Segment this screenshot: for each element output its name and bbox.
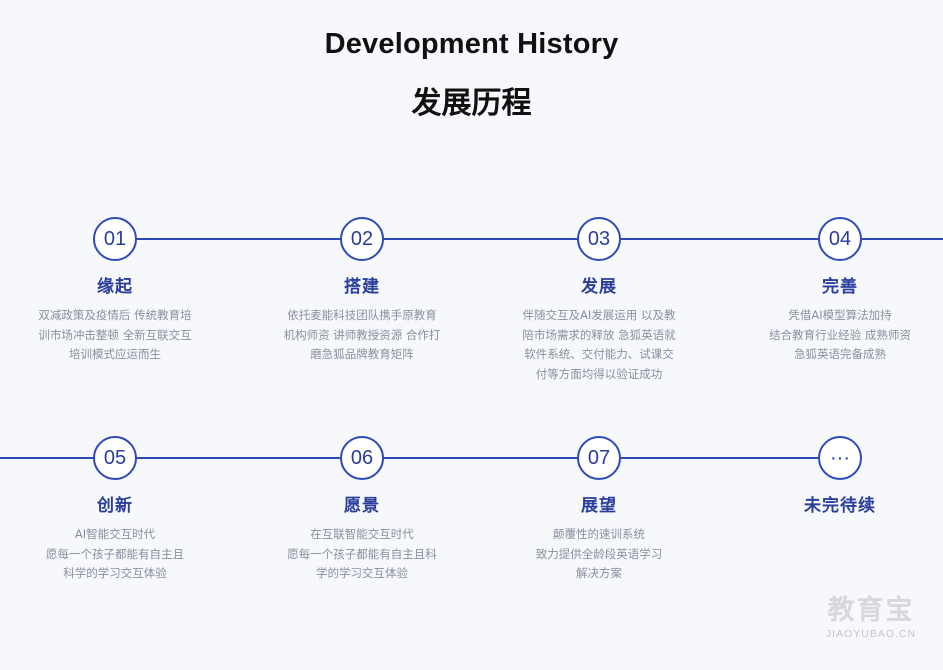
- page-title-en: Development History: [324, 28, 619, 60]
- timeline-step-07: 07 展望 颠覆性的速训系统 致力提供全龄段英语学习 解决方案: [499, 436, 699, 584]
- timeline-step-02: 02 搭建 依托麦能科技团队携手原教育 机构师资 讲师教授资源 合作打 磨急狐品…: [262, 217, 462, 365]
- step-title: 发展: [581, 277, 617, 297]
- timeline-step-continued: ··· 未完待续: [740, 436, 940, 525]
- step-number-badge: 05: [93, 436, 137, 480]
- watermark-name: 教育宝: [827, 595, 915, 626]
- step-title: 展望: [581, 496, 617, 516]
- step-description: 颠覆性的速训系统 致力提供全龄段英语学习 解决方案: [535, 527, 663, 580]
- timeline-step-03: 03 发展 伴随交互及AI发展运用 以及教 陪市场需求的释放 急狐英语就 软件系…: [499, 217, 699, 384]
- timeline-step-05: 05 创新 AI智能交互时代 愿每一个孩子都能有自主且 科学的学习交互体验: [15, 436, 215, 584]
- step-number-badge: 07: [577, 436, 621, 480]
- step-title: 搭建: [344, 277, 380, 297]
- step-title: 未完待续: [804, 496, 876, 516]
- step-description: AI智能交互时代 愿每一个孩子都能有自主且 科学的学习交互体验: [46, 527, 184, 580]
- watermark-logo: 教育宝 JIAOYUBAO.CN: [812, 595, 930, 641]
- page-title-zh: 发展历程: [411, 86, 532, 121]
- timeline-step-01: 01 缘起 双减政策及疫情后 传统教育培 训市场冲击整顿 全新互联交互 培训模式…: [15, 217, 215, 365]
- step-description: 依托麦能科技团队携手原教育 机构师资 讲师教授资源 合作打 磨急狐品牌教育矩阵: [283, 308, 441, 361]
- ellipsis-icon: ···: [818, 436, 862, 480]
- step-number-badge: 04: [818, 217, 862, 261]
- timeline-step-06: 06 愿景 在互联智能交互时代 愿每一个孩子都能有自主且科 学的学习交互体验: [262, 436, 462, 584]
- timeline-line-row-1: [115, 238, 943, 240]
- step-number-badge: 02: [340, 217, 384, 261]
- step-number-badge: 01: [93, 217, 137, 261]
- timeline-line-row-2: [0, 457, 840, 459]
- step-title: 创新: [97, 496, 133, 516]
- timeline-step-04: 04 完善 凭借AI模型算法加持 结合教育行业经验 成熟师资 急狐英语完备成熟: [740, 217, 940, 365]
- step-description: 双减政策及疫情后 传统教育培 训市场冲击整顿 全新互联交互 培训模式应运而生: [38, 308, 192, 361]
- step-description: 伴随交互及AI发展运用 以及教 陪市场需求的释放 急狐英语就 软件系统、交付能力…: [522, 308, 676, 381]
- step-description: 凭借AI模型算法加持 结合教育行业经验 成熟师资 急狐英语完备成熟: [769, 308, 911, 361]
- step-description: 在互联智能交互时代 愿每一个孩子都能有自主且科 学的学习交互体验: [287, 527, 437, 580]
- step-number-badge: 03: [577, 217, 621, 261]
- step-title: 愿景: [344, 496, 380, 516]
- step-title: 缘起: [97, 277, 133, 297]
- step-number-badge: 06: [340, 436, 384, 480]
- watermark-domain: JIAOYUBAO.CN: [825, 628, 917, 640]
- step-title: 完善: [822, 277, 858, 297]
